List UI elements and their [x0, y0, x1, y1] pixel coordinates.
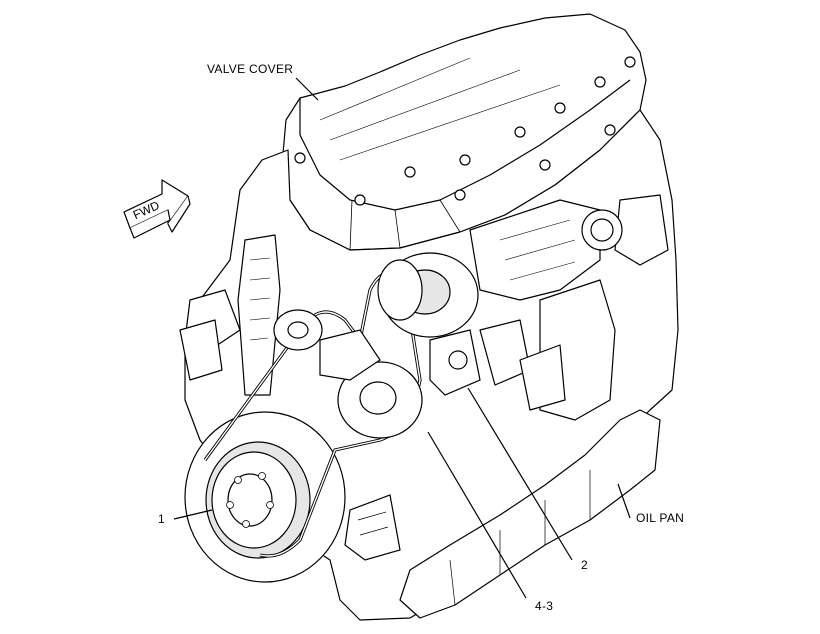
leader-oil-pan — [617, 483, 631, 519]
callout-2-label: 2 — [581, 558, 588, 572]
valve-cover-label: VALVE COVER — [207, 62, 294, 76]
leader-callout-2 — [467, 387, 573, 561]
oil-pan-label: OIL PAN — [636, 511, 685, 525]
front-accessory-drive — [184, 252, 481, 583]
leader-callout-43 — [427, 431, 527, 599]
fwd-arrow-icon: FWD — [123, 179, 191, 239]
callout-4-3-label: 4-3 — [535, 599, 554, 613]
leader-lines — [173, 77, 631, 599]
leader-callout-1 — [173, 509, 213, 520]
callout-1-label: 1 — [158, 512, 165, 526]
leader-valve-cover — [295, 77, 319, 101]
